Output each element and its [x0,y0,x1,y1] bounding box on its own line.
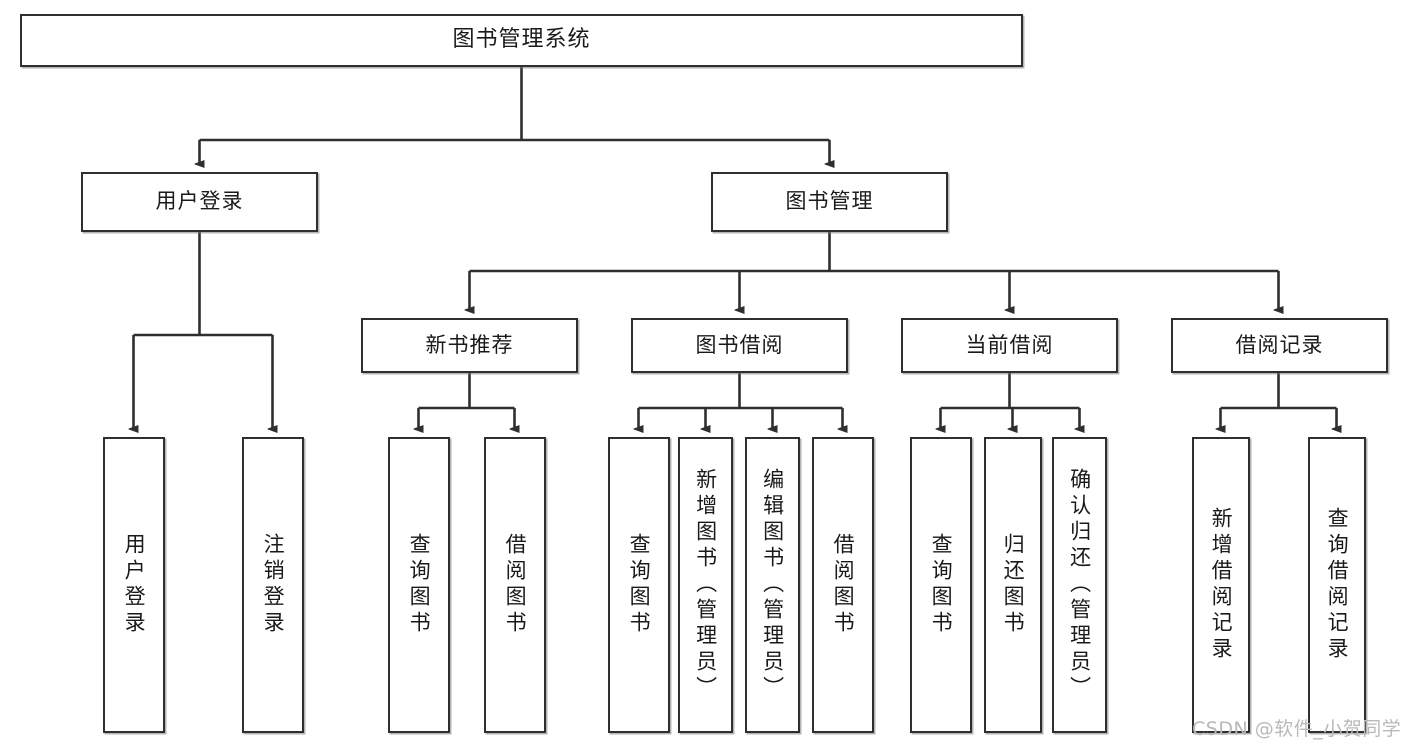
node-leaf-query-borrow-record[interactable]: 查询借阅记录 [1308,437,1366,733]
csdn-watermark: CSDN @软件_小贺同学 [1192,718,1402,740]
node-leaf-edit-book-admin[interactable]: 编辑图书（管理员） [745,437,800,733]
node-leaf-query-book-1[interactable]: 查询图书 [388,437,450,733]
node-user-login[interactable]: 用户登录 [81,172,318,232]
node-current-borrow[interactable]: 当前借阅 [901,318,1118,373]
node-book-management[interactable]: 图书管理 [711,172,948,232]
node-leaf-query-book-3[interactable]: 查询图书 [910,437,972,733]
node-leaf-user-login[interactable]: 用户登录 [103,437,165,733]
node-root-book-management-system[interactable]: 图书管理系统 [20,14,1023,67]
node-leaf-query-book-2[interactable]: 查询图书 [608,437,670,733]
node-leaf-logout[interactable]: 注销登录 [242,437,304,733]
node-book-borrow[interactable]: 图书借阅 [631,318,848,373]
node-leaf-borrow-book-1[interactable]: 借阅图书 [484,437,546,733]
node-borrow-record[interactable]: 借阅记录 [1171,318,1388,373]
node-new-book-recommend[interactable]: 新书推荐 [361,318,578,373]
node-leaf-add-borrow-record[interactable]: 新增借阅记录 [1192,437,1250,733]
node-leaf-return-book[interactable]: 归还图书 [984,437,1042,733]
node-leaf-confirm-return-admin[interactable]: 确认归还（管理员） [1052,437,1107,733]
node-leaf-borrow-book-2[interactable]: 借阅图书 [812,437,874,733]
node-leaf-add-book-admin[interactable]: 新增图书（管理员） [678,437,733,733]
